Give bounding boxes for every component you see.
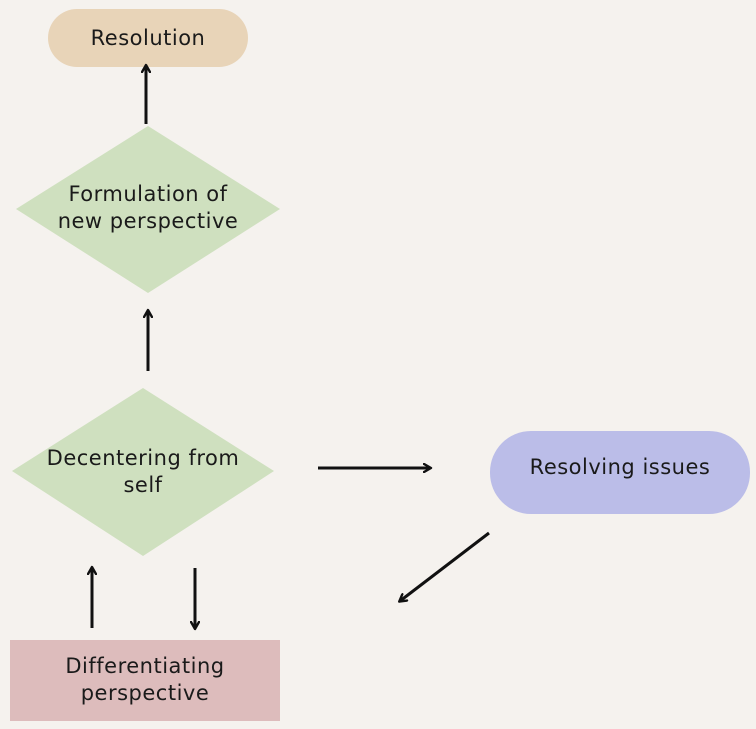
decentering-label: Decentering from self xyxy=(46,446,240,497)
resolving-issues-node xyxy=(490,431,750,514)
formulation-node xyxy=(16,126,280,293)
resolution-label: Resolution xyxy=(90,25,206,50)
formulation-label: Formulation of new perspective xyxy=(57,182,239,233)
decentering-node xyxy=(12,388,274,556)
arrow-resolving-to-differentiating xyxy=(400,531,490,601)
differentiating-node xyxy=(10,640,280,721)
resolution-node xyxy=(48,9,248,67)
resolving-issues-label: Resolving issues xyxy=(529,454,711,479)
differentiating-label: Differentiating perspective xyxy=(65,654,225,705)
